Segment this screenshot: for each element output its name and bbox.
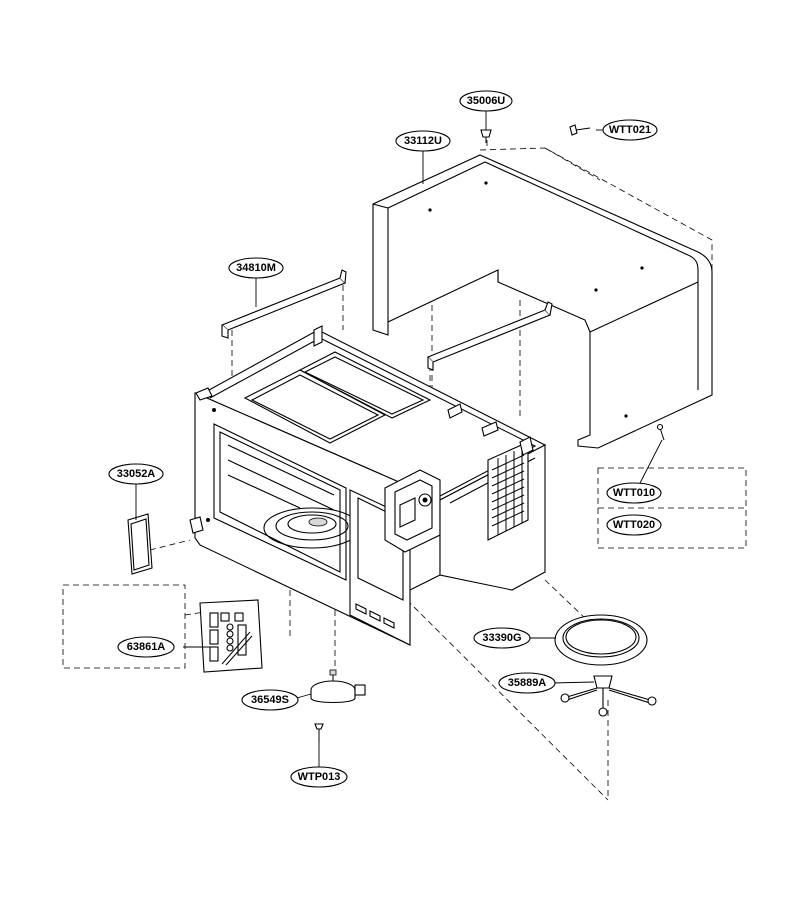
part-label-WTT021: WTT021 xyxy=(602,119,658,141)
svg-text:33112U: 33112U xyxy=(404,135,442,147)
svg-text:33052A: 33052A xyxy=(117,468,156,480)
svg-text:35889A: 35889A xyxy=(508,677,547,689)
screw-WTT021 xyxy=(569,124,591,136)
control-panel-63861A xyxy=(199,599,263,673)
turntable-motor xyxy=(310,669,366,704)
waveguide-cover xyxy=(127,513,153,575)
part-label-33112U: 33112U xyxy=(395,130,451,152)
part-label-34810M: 34810M xyxy=(228,257,284,279)
part-label-33390G: 33390G xyxy=(473,627,531,649)
part-label-35006U: 35006U xyxy=(459,90,513,112)
rail-right xyxy=(427,301,553,371)
screw-WTT010 xyxy=(656,423,665,441)
screw-WTP013 xyxy=(314,723,324,742)
part-label-33052A: 33052A xyxy=(108,463,164,485)
dashed-box-wtt010-wtt020 xyxy=(597,467,747,549)
grille-mesh xyxy=(491,447,525,535)
leader-lines xyxy=(135,111,663,767)
glass-tray xyxy=(554,614,648,666)
main-chassis xyxy=(189,325,547,646)
svg-text:34810M: 34810M xyxy=(236,262,276,274)
screw-35006U xyxy=(480,129,492,143)
part-label-WTT020: WTT020 xyxy=(606,514,662,536)
part-label-WTP013: WTP013 xyxy=(290,766,348,788)
svg-text:WTT020: WTT020 xyxy=(613,519,655,531)
part-label-WTT010: WTT010 xyxy=(606,482,662,504)
rail-left xyxy=(220,269,347,339)
outer-cabinet xyxy=(372,154,713,449)
svg-text:36549S: 36549S xyxy=(251,694,289,706)
dashed-box-63861A xyxy=(62,584,186,669)
svg-text:WTP013: WTP013 xyxy=(298,771,341,783)
part-label-35889A: 35889A xyxy=(498,672,556,694)
svg-text:63861A: 63861A xyxy=(127,641,166,653)
svg-text:35006U: 35006U xyxy=(467,95,506,107)
svg-text:WTT021: WTT021 xyxy=(609,124,651,136)
roller-ring xyxy=(560,675,657,717)
svg-text:33390G: 33390G xyxy=(482,632,521,644)
part-label-36549S: 36549S xyxy=(241,689,299,711)
svg-text:WTT010: WTT010 xyxy=(613,487,655,499)
part-label-63861A: 63861A xyxy=(117,636,175,658)
